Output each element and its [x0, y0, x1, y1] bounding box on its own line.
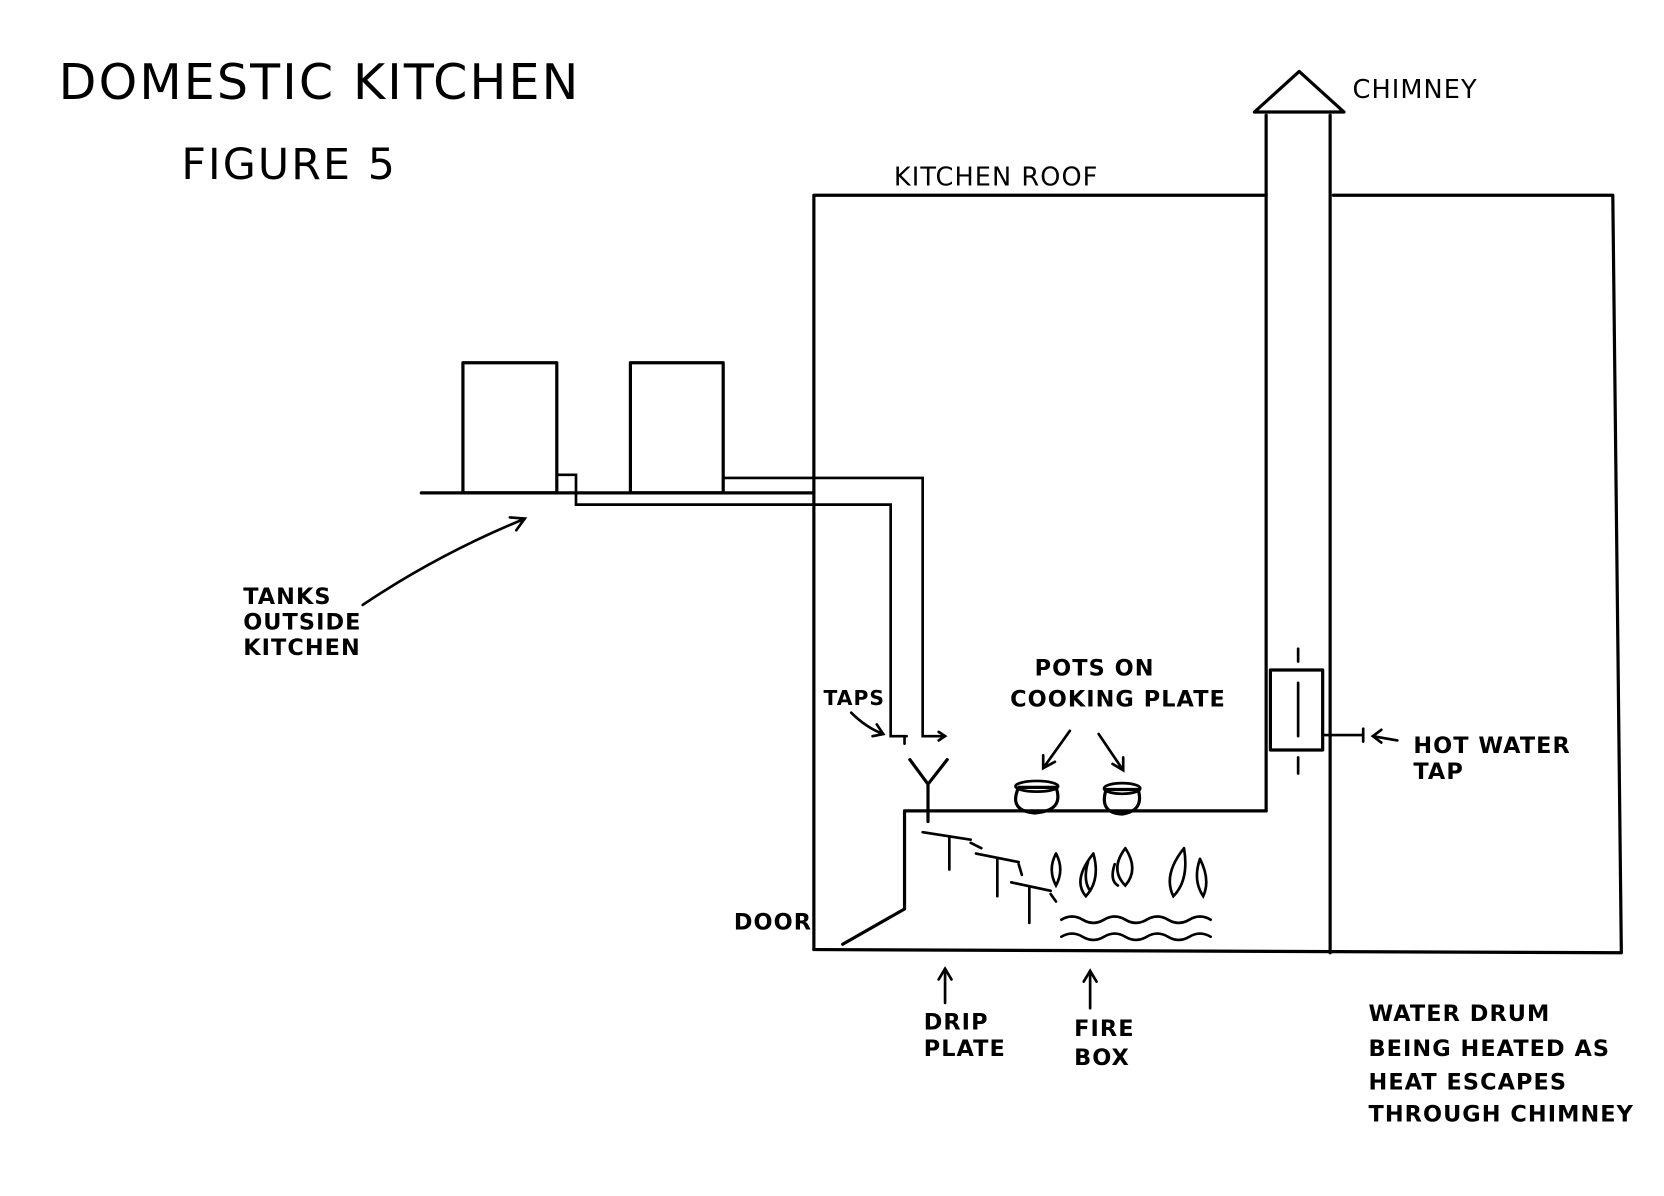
- kitchen-walls: [812, 193, 1623, 955]
- svg-text:FIRE: FIRE: [1074, 1016, 1134, 1042]
- svg-text:TANKS: TANKS: [243, 584, 331, 610]
- svg-text:OUTSIDE: OUTSIDE: [243, 609, 361, 635]
- hot-water-tap-label: HOT WATER TAP: [1413, 733, 1571, 785]
- svg-text:POTS ON: POTS ON: [1035, 655, 1155, 681]
- stove: [841, 809, 1268, 946]
- drip-plate-label: DRIP PLATE: [924, 1010, 1006, 1063]
- chimney: [1252, 69, 1346, 955]
- chimney-label: CHIMNEY: [1353, 75, 1478, 105]
- annotation-arrows: [361, 516, 1399, 1010]
- svg-text:COOKING PLATE: COOKING PLATE: [1010, 686, 1226, 712]
- svg-text:THROUGH CHIMNEY: THROUGH CHIMNEY: [1369, 1101, 1634, 1127]
- svg-text:HOT WATER: HOT WATER: [1413, 733, 1571, 759]
- svg-text:BEING HEATED AS: BEING HEATED AS: [1369, 1036, 1611, 1062]
- water-pipes: [555, 473, 948, 745]
- water-drum: [1268, 647, 1365, 775]
- water-drum-label: WATER DRUM BEING HEATED AS HEAT ESCAPES …: [1369, 1001, 1634, 1127]
- svg-text:PLATE: PLATE: [924, 1036, 1006, 1062]
- drip-funnel: [908, 758, 949, 824]
- fire-flames-icon: [1050, 846, 1212, 942]
- door-label: DOOR: [734, 909, 812, 935]
- fire-box-label: FIRE BOX: [1074, 1016, 1134, 1071]
- taps-label: TAPS: [823, 686, 885, 710]
- svg-text:TAP: TAP: [1413, 759, 1463, 785]
- figure-number: FIGURE 5: [181, 140, 397, 190]
- svg-text:DRIP: DRIP: [924, 1010, 989, 1036]
- drip-plate-pieces: [921, 830, 1058, 925]
- water-tanks: [419, 361, 816, 495]
- tanks-label: TANKS OUTSIDE KITCHEN: [243, 584, 361, 661]
- pots-label: POTS ON COOKING PLATE: [1010, 655, 1226, 712]
- svg-text:WATER DRUM: WATER DRUM: [1369, 1001, 1551, 1027]
- kitchen-roof-label: KITCHEN ROOF: [894, 163, 1099, 193]
- diagram-title: DOMESTIC KITCHEN: [59, 53, 581, 111]
- svg-text:BOX: BOX: [1074, 1045, 1130, 1071]
- svg-text:HEAT ESCAPES: HEAT ESCAPES: [1369, 1069, 1567, 1095]
- svg-text:KITCHEN: KITCHEN: [243, 635, 361, 661]
- pots-on-cooking-plate: [1014, 779, 1142, 816]
